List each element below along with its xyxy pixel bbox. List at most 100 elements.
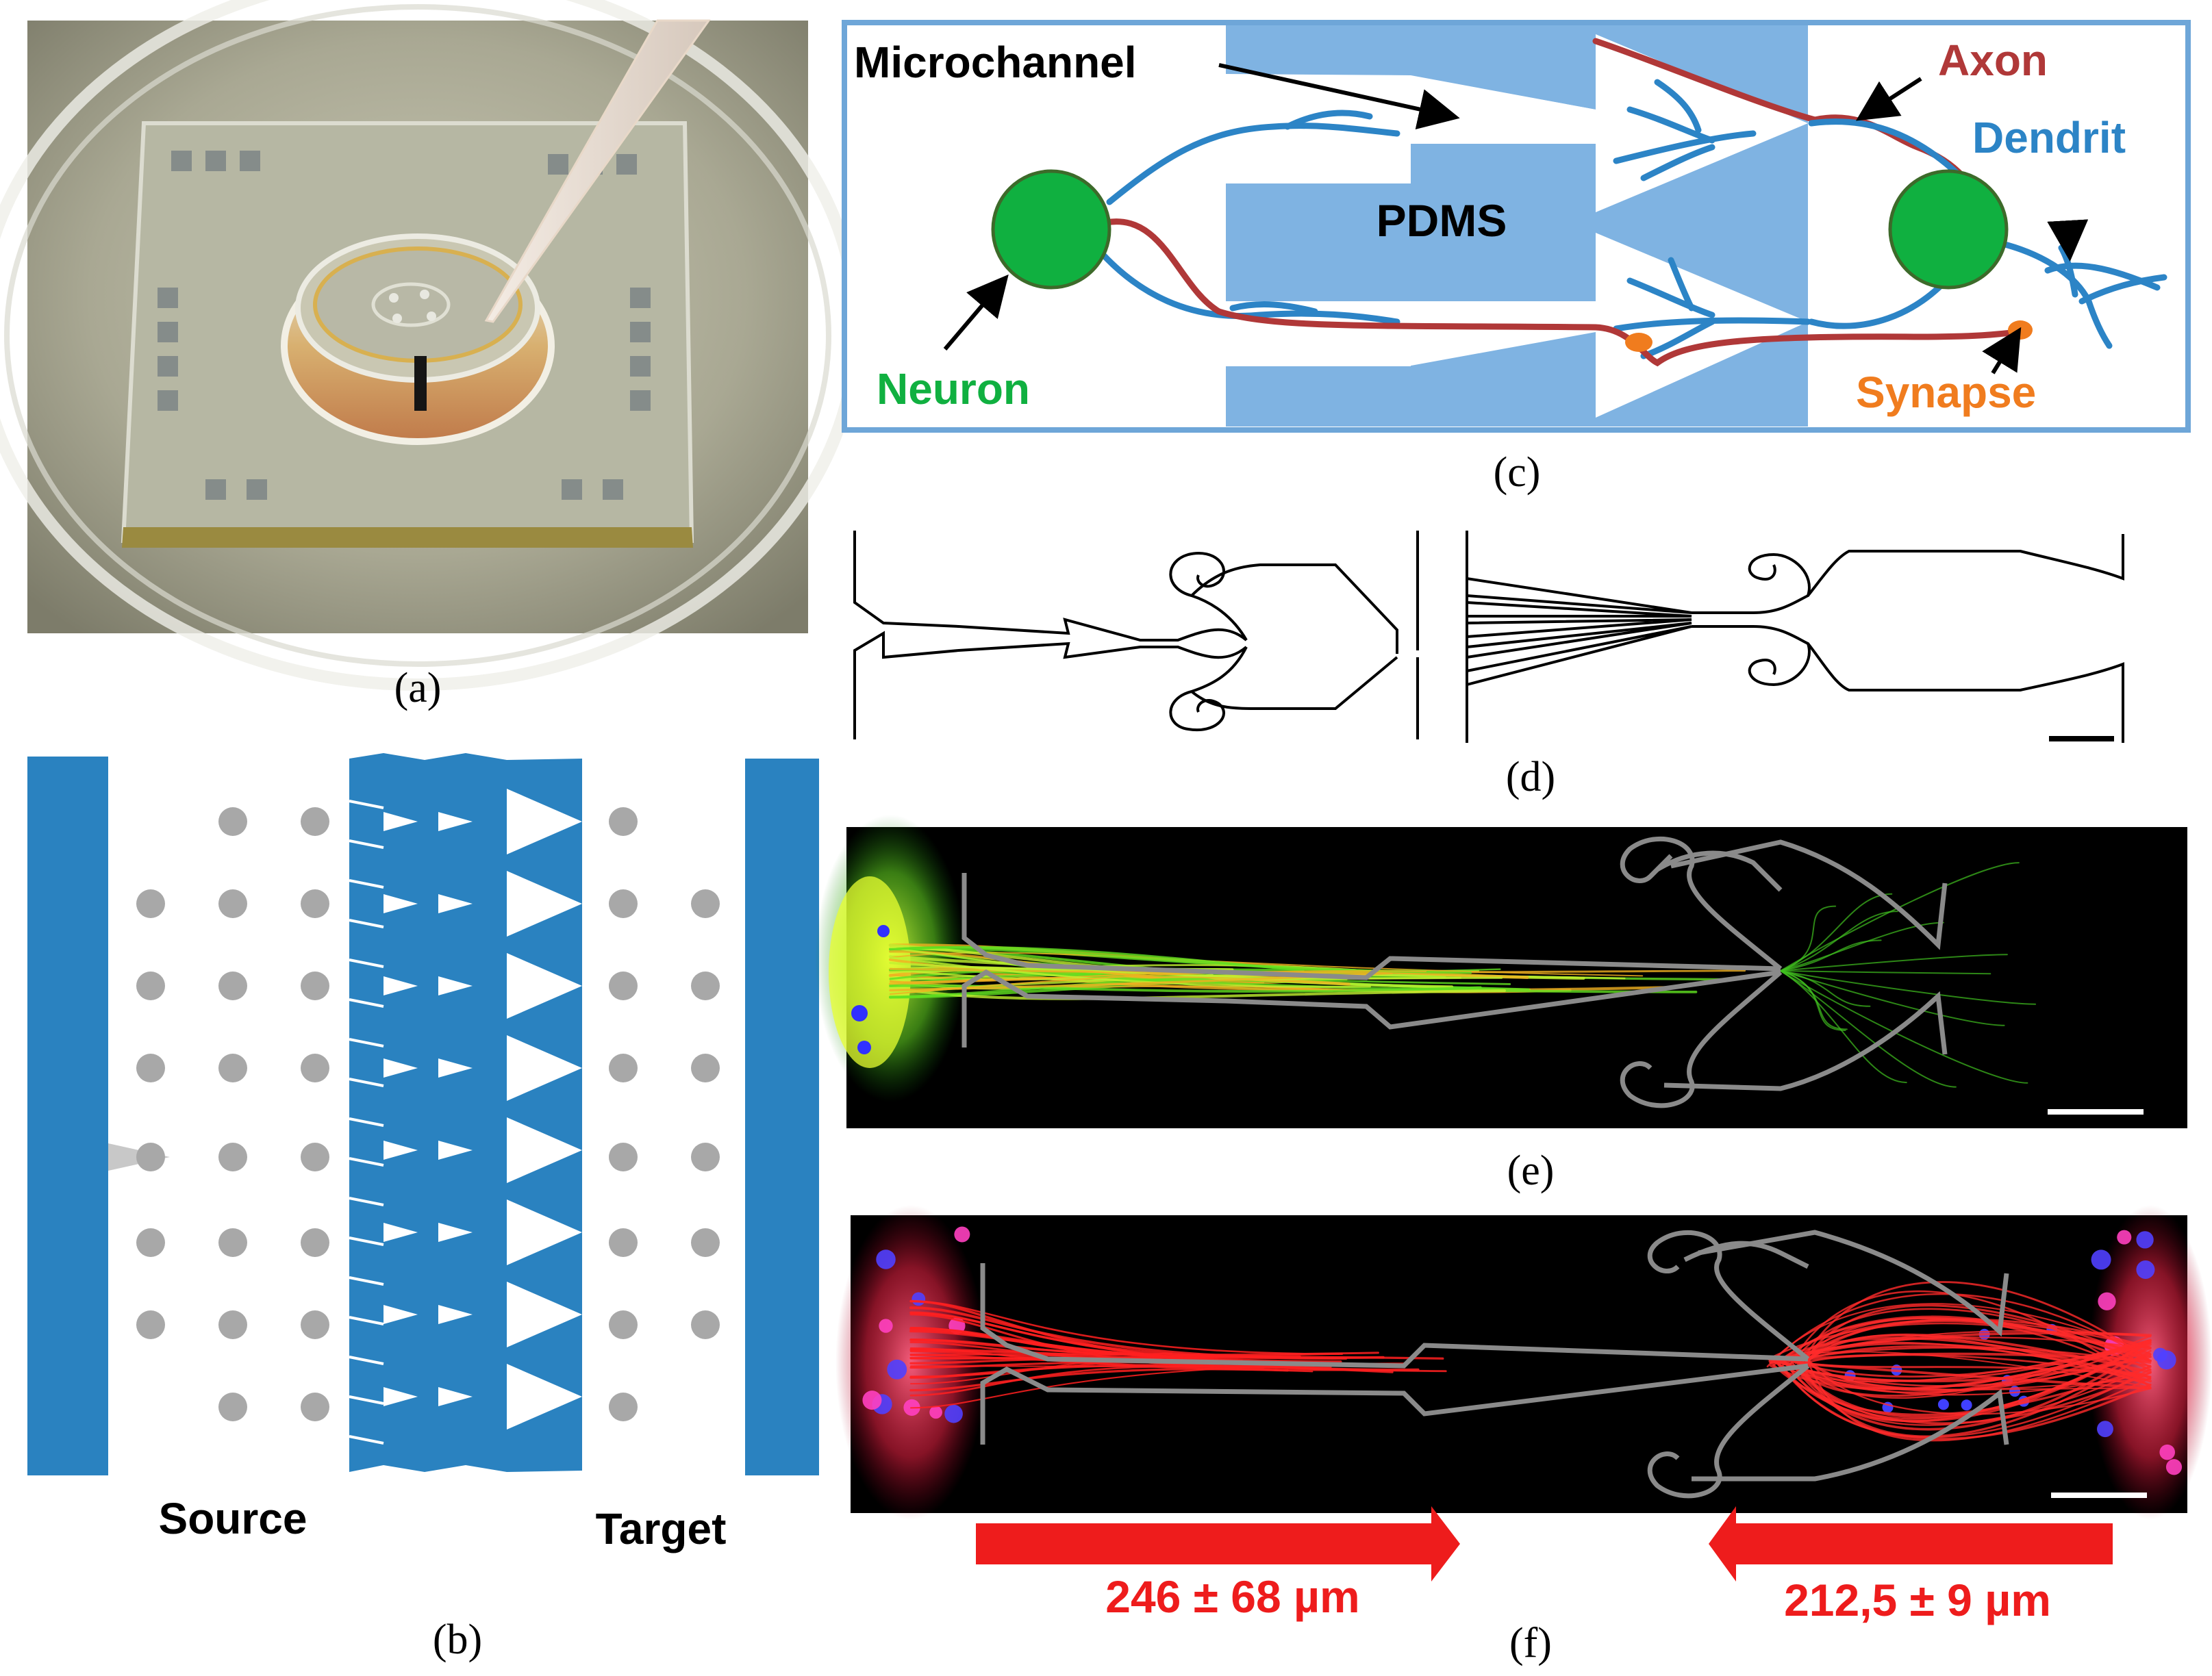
panel-b-diagram [27, 753, 819, 1475]
panel-c-schematic: Microchannel PDMS Axon Dendrit Neuron Sy… [842, 20, 2191, 433]
channel-edge [349, 1197, 384, 1206]
channel-funnel [507, 871, 582, 937]
neurite-fiber [1787, 1365, 2152, 1426]
channel-edge [349, 1316, 384, 1325]
panel-a-label: (a) [394, 665, 442, 711]
channel-edge [349, 1276, 384, 1286]
channel-opening [438, 976, 473, 995]
channel-opening [384, 1387, 418, 1406]
channel-opening [438, 1387, 473, 1406]
channel-opening [384, 976, 418, 995]
neurite-fiber [1807, 1334, 2152, 1386]
channel-funnel [507, 953, 582, 1019]
pillar [301, 889, 329, 918]
cell-nucleus [954, 1226, 970, 1243]
channel-opening [438, 1058, 473, 1078]
channel-funnel [507, 1035, 582, 1101]
pillar [136, 1143, 165, 1171]
channel-edge [349, 879, 384, 889]
pillar [218, 1143, 247, 1171]
channel-edge [349, 958, 384, 968]
pillar [136, 1228, 165, 1257]
channel-funnel [507, 1364, 582, 1430]
pillar [301, 1143, 329, 1171]
channel-opening [438, 1141, 473, 1160]
cell-nucleus [887, 1359, 907, 1380]
neurite-fiber [1780, 970, 1848, 1030]
neurite-fiber [1780, 939, 1882, 972]
pdms-label: PDMS [1377, 195, 1507, 246]
channel-funnel [507, 1282, 582, 1347]
channel-opening [438, 1305, 473, 1324]
channel-edge [349, 1236, 384, 1246]
pillar [218, 1393, 247, 1421]
cell-nucleus [2157, 1350, 2176, 1370]
panel-b-label: (b) [433, 1616, 482, 1663]
axon-label: Axon [1938, 36, 2048, 85]
channel-funnel [507, 1117, 582, 1183]
pillar [691, 1228, 720, 1257]
channel-edge [349, 1395, 384, 1405]
panel-d-scale-bar [2049, 736, 2114, 741]
pillar [691, 889, 720, 918]
channel-edge [349, 998, 384, 1008]
channel-edge [349, 1078, 384, 1087]
pillar [301, 1228, 329, 1257]
cell-nucleus [2117, 1230, 2132, 1245]
pillar [691, 1310, 720, 1339]
pillar [218, 1228, 247, 1257]
neurite-fiber [909, 1368, 1289, 1392]
channel-edge [349, 1038, 384, 1048]
channel-block-body [349, 753, 582, 1472]
cell-nucleus [862, 1391, 882, 1410]
measure-left-label: 246 ± 68 µm [1105, 1571, 1359, 1622]
pillar [136, 889, 165, 918]
channel-edge [349, 1157, 384, 1167]
neurite-fiber [889, 956, 1371, 988]
cell-nucleus [2098, 1292, 2116, 1310]
channel-opening [384, 1141, 418, 1160]
neurite-fiber [1780, 911, 1898, 972]
neurite-fiber [1780, 970, 1991, 975]
cell-nucleus [2136, 1260, 2155, 1280]
channel-opening [438, 894, 473, 913]
microchannel-label: Microchannel [854, 38, 1137, 87]
pillar [218, 1310, 247, 1339]
arrow-left [1709, 1506, 2113, 1582]
pillar [301, 1393, 329, 1421]
pillar [218, 1054, 247, 1082]
pillar [301, 1054, 329, 1082]
pillar [218, 807, 247, 836]
source-label: Source [159, 1494, 307, 1543]
neurite-fiber [1780, 893, 1893, 972]
target-reservoir-wall [745, 759, 819, 1475]
channel-edge [349, 1356, 384, 1365]
neurite-fiber [909, 1364, 1394, 1379]
panel-d-drawings [853, 531, 2124, 743]
neurite-fiber [889, 967, 1746, 974]
channel-edge [349, 1117, 384, 1127]
panel-f-label: (f) [1509, 1620, 1552, 1666]
neurite-fiber [889, 984, 1482, 993]
pillar [609, 1393, 638, 1421]
channel-edge [349, 839, 384, 849]
neurite-fiber [1800, 1304, 2152, 1368]
pillar [609, 1143, 638, 1171]
channel-edge [349, 800, 384, 809]
neurite-fiber [889, 946, 1472, 974]
channel-opening [384, 894, 418, 913]
cell-nucleus [2091, 1249, 2111, 1270]
neurite-fiber [1804, 1355, 2152, 1415]
cell-nucleus [2165, 1459, 2183, 1475]
synapse-dot-1 [1625, 333, 1652, 352]
cell-nucleus [876, 1249, 896, 1269]
cell-nucleus [2159, 1444, 2175, 1460]
dendrit-label: Dendrit [1972, 113, 2126, 162]
channel-opening [438, 1223, 473, 1242]
source-reservoir-wall [27, 757, 108, 1475]
channel-opening [384, 1305, 418, 1324]
neuron-label: Neuron [877, 364, 1030, 414]
measurement-arrows [976, 1506, 2113, 1582]
neurite-fiber [889, 970, 1427, 995]
neurite-fiber [1777, 1339, 2152, 1423]
